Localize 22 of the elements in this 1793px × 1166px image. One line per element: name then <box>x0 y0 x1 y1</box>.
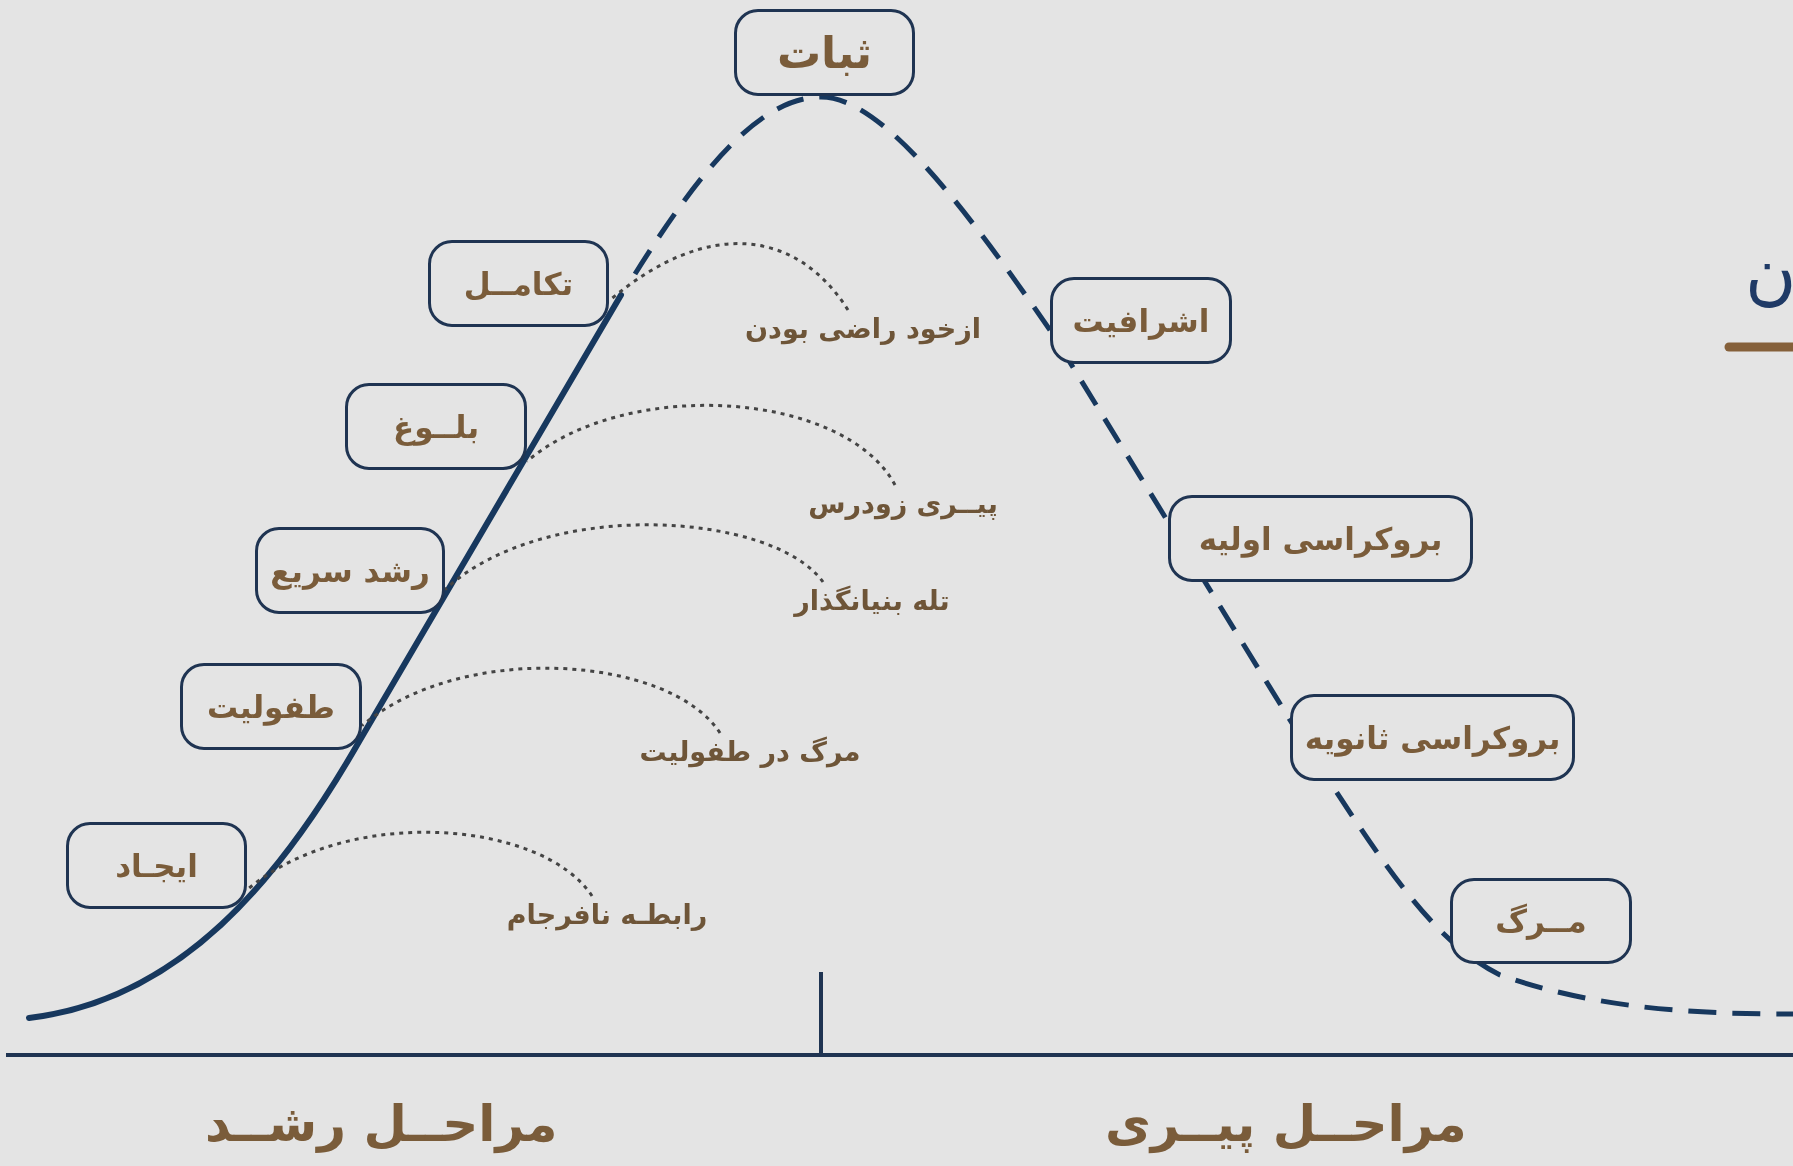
heading-fragment: ن <box>1745 232 1793 314</box>
leader-line <box>361 666 722 734</box>
stage-box: بروکراسی ثانویه <box>1290 694 1575 781</box>
leader-line <box>526 404 897 486</box>
stage-box: اشرافیت <box>1050 277 1232 364</box>
trap-label: رابطـه نافرجام <box>506 898 708 930</box>
leader-line <box>246 831 594 897</box>
phase-label: مراحــل رشــد <box>205 1095 558 1153</box>
leader-line <box>444 523 825 591</box>
stage-box: ایجـاد <box>66 822 247 909</box>
stage-box: تکامــل <box>428 240 609 327</box>
phase-label: مراحــل پیــری <box>1105 1095 1467 1153</box>
stage-box: بلــوغ <box>345 383 527 470</box>
trap-label: ازخود راضی بودن <box>745 312 981 344</box>
stage-box: بروکراسی اولیه <box>1168 495 1473 582</box>
trap-label: مرگ در طفولیت <box>639 735 861 767</box>
stage-box: رشد سریع <box>255 527 445 614</box>
stage-box: ثبات <box>734 9 915 96</box>
stage-box: طفولیت <box>180 663 362 750</box>
trap-label: تله بنیانگذار <box>794 584 950 616</box>
stage-box: مــرگ <box>1450 878 1632 964</box>
trap-label: پیــری زودرس <box>808 487 998 519</box>
